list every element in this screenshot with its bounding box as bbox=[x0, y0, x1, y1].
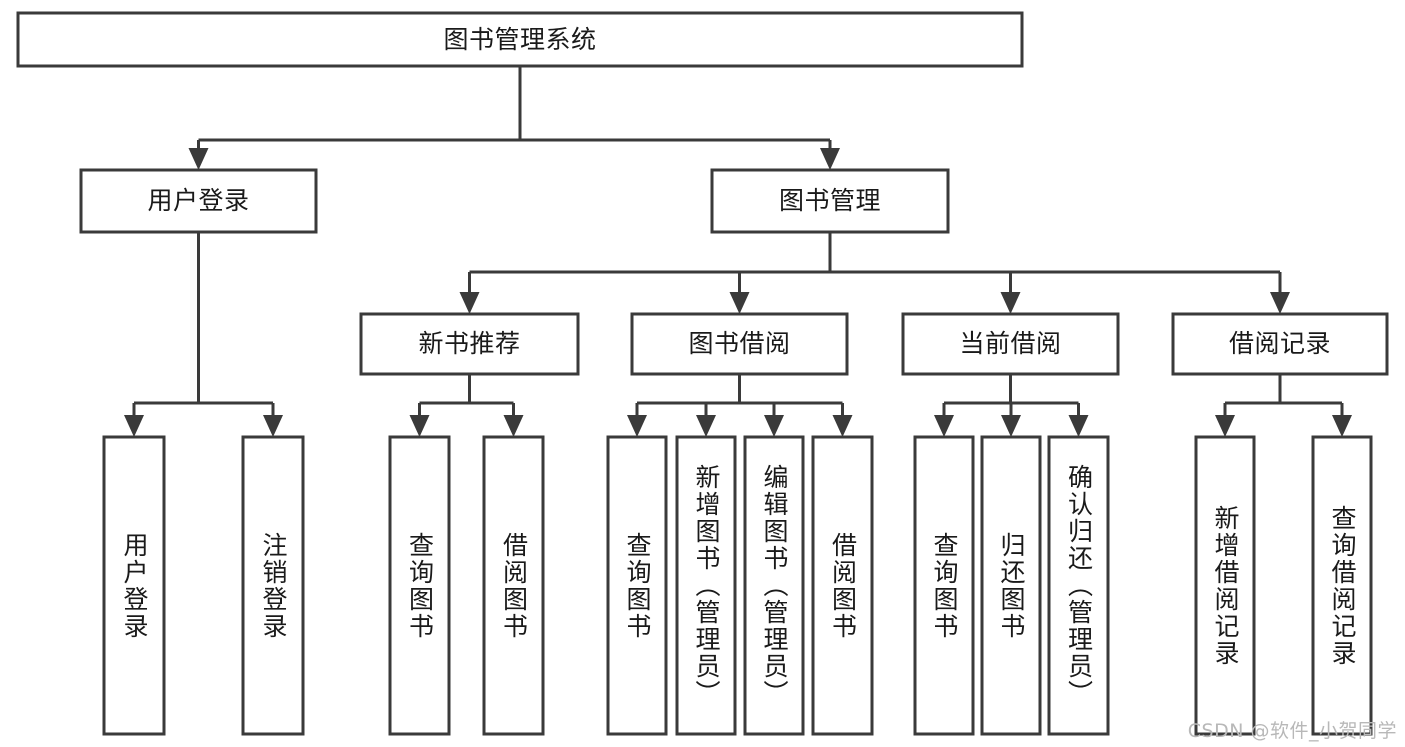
node-box-leaf-add-record[interactable] bbox=[1194, 435, 1256, 736]
edge-arrowhead-icon bbox=[1001, 415, 1021, 437]
edge-arrowhead-icon bbox=[1068, 415, 1089, 437]
edge-arrowhead-icon bbox=[1215, 415, 1235, 437]
edge-arrowhead-icon bbox=[820, 148, 840, 170]
watermark-text: CSDN @软件_小贺同学 bbox=[1187, 720, 1397, 742]
edge-arrowhead-icon bbox=[263, 415, 283, 437]
edge-arrowhead-icon bbox=[188, 148, 209, 170]
edge-arrowhead-icon bbox=[1332, 415, 1352, 437]
edge-arrowhead-icon bbox=[764, 415, 784, 437]
edge-arrowhead-icon bbox=[503, 415, 524, 437]
node-box-leaf-query-book-2[interactable] bbox=[606, 435, 668, 736]
node-box-leaf-borrow-book-2[interactable] bbox=[811, 435, 874, 736]
node-box-user-login[interactable] bbox=[79, 168, 318, 234]
node-box-leaf-return-book[interactable] bbox=[980, 435, 1042, 736]
node-box-borrow-record[interactable] bbox=[1171, 312, 1389, 376]
node-box-leaf-logout[interactable] bbox=[241, 435, 305, 736]
edge-arrowhead-icon bbox=[696, 415, 716, 437]
edge-arrowhead-icon bbox=[1270, 292, 1290, 314]
node-box-new-book-recommend[interactable] bbox=[359, 312, 580, 376]
edge-arrowhead-icon bbox=[459, 292, 480, 314]
edge-arrowhead-icon bbox=[1000, 292, 1021, 314]
node-box-root[interactable] bbox=[16, 11, 1024, 68]
edge-arrowhead-icon bbox=[934, 415, 954, 437]
node-box-book-manage[interactable] bbox=[710, 168, 950, 234]
boxes-layer bbox=[16, 11, 1389, 736]
node-box-leaf-confirm-return[interactable] bbox=[1047, 435, 1110, 736]
node-box-current-borrow[interactable] bbox=[901, 312, 1120, 376]
node-box-leaf-query-record[interactable] bbox=[1311, 435, 1373, 736]
edge-arrowhead-icon bbox=[627, 415, 647, 437]
edge-arrowhead-icon bbox=[832, 415, 853, 437]
edge-arrowhead-icon bbox=[409, 415, 430, 437]
edge-arrowhead-icon bbox=[729, 292, 750, 314]
node-box-leaf-add-book[interactable] bbox=[675, 435, 737, 736]
node-box-leaf-query-book-3[interactable] bbox=[913, 435, 975, 736]
node-box-leaf-user-login[interactable] bbox=[102, 435, 166, 736]
node-box-leaf-query-book-1[interactable] bbox=[388, 435, 451, 736]
node-box-leaf-borrow-book-1[interactable] bbox=[482, 435, 545, 736]
node-box-leaf-edit-book[interactable] bbox=[743, 435, 805, 736]
node-box-book-borrow[interactable] bbox=[630, 312, 849, 376]
edge-arrowhead-icon bbox=[124, 415, 144, 437]
edges-layer bbox=[124, 66, 1352, 437]
